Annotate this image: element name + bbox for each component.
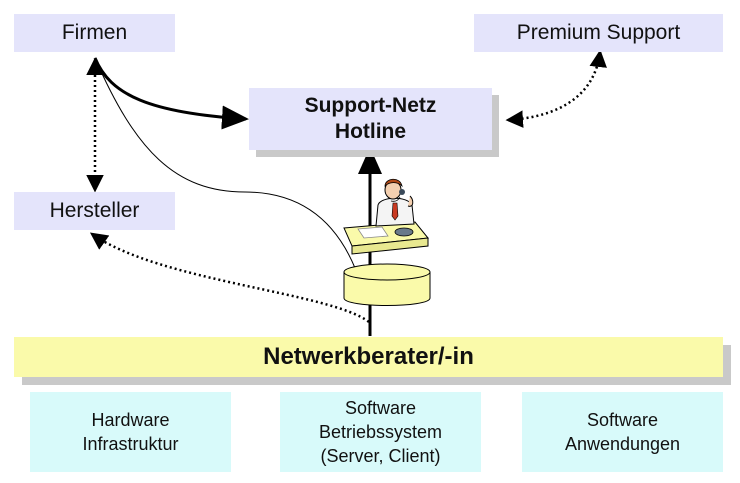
- area-software-apps-line1: Software: [586, 410, 659, 430]
- support-agent-icon: [343, 178, 429, 255]
- premium-support-dotted-arrow: [505, 49, 607, 128]
- premium-support-label: Premium Support: [516, 21, 681, 44]
- firmen-to-support-arrow: [93, 57, 249, 130]
- hotline-label: Hotline: [334, 120, 407, 143]
- area-software-apps: Software Anwendungen: [522, 392, 723, 472]
- database-cylinder-icon: [343, 263, 431, 306]
- netzwerkberater-label: Netwerkberater/-in: [263, 343, 474, 370]
- area-software-os-line2: Betriebssystem: [318, 422, 443, 442]
- area-software-apps-line2: Anwendungen: [564, 434, 681, 454]
- area-hardware: Hardware Infrastruktur: [30, 392, 231, 472]
- firmen-node: Firmen: [14, 14, 175, 52]
- area-software-os-line1: Software: [344, 398, 417, 418]
- support-netz-label: Support-Netz: [304, 94, 437, 117]
- premium-support-node: Premium Support: [474, 14, 723, 52]
- hersteller-netzwerk-dotted-arrow: [89, 232, 370, 323]
- area-hardware-line2: Infrastruktur: [82, 434, 179, 454]
- area-software-os-line3: (Server, Client): [320, 446, 441, 466]
- firmen-label: Firmen: [61, 21, 128, 44]
- area-hardware-line1: Hardware: [91, 410, 170, 430]
- area-software-os: Software Betriebssystem (Server, Client): [280, 392, 481, 472]
- firmen-to-cylinder-curve: [94, 57, 356, 269]
- hersteller-node: Hersteller: [14, 192, 175, 230]
- support-netz-hotline-node: Support-Netz Hotline: [249, 88, 492, 150]
- hersteller-label: Hersteller: [49, 199, 140, 222]
- netzwerkberater-bar: Netwerkberater/-in: [14, 337, 723, 377]
